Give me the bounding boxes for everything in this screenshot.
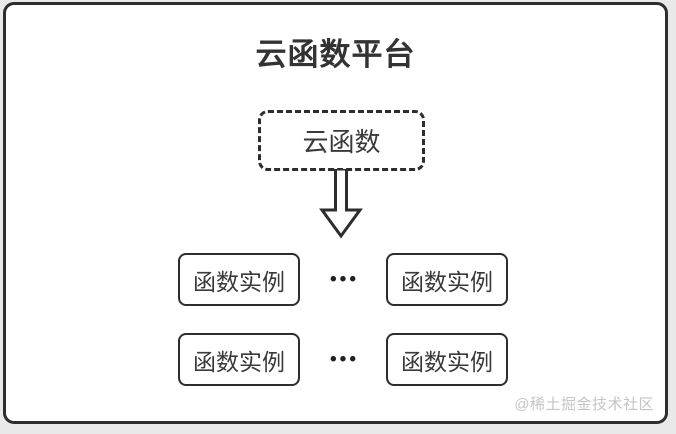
down-arrow-icon	[319, 169, 363, 239]
function-instance-label: 函数实例	[401, 268, 493, 295]
cloud-function-label: 云函数	[302, 127, 381, 157]
ellipsis-dots: •••	[330, 268, 359, 290]
function-instance-box: 函数实例	[386, 333, 508, 386]
function-instance-label: 函数实例	[193, 268, 285, 295]
function-instance-label: 函数实例	[401, 348, 493, 375]
function-instance-box: 函数实例	[178, 333, 300, 386]
ellipsis-dots: •••	[330, 348, 359, 370]
cloud-platform-container: 云函数平台 云函数 函数实例 ••• 函数实例 函数实例 ••• 函数实例 @稀…	[3, 2, 668, 424]
function-instance-label: 函数实例	[193, 348, 285, 375]
function-instance-box: 函数实例	[178, 253, 300, 306]
diagram-title: 云函数平台	[255, 37, 416, 72]
watermark: @稀土掘金技术社区	[514, 396, 654, 413]
function-instance-box: 函数实例	[386, 253, 508, 306]
cloud-function-box: 云函数	[258, 110, 425, 171]
